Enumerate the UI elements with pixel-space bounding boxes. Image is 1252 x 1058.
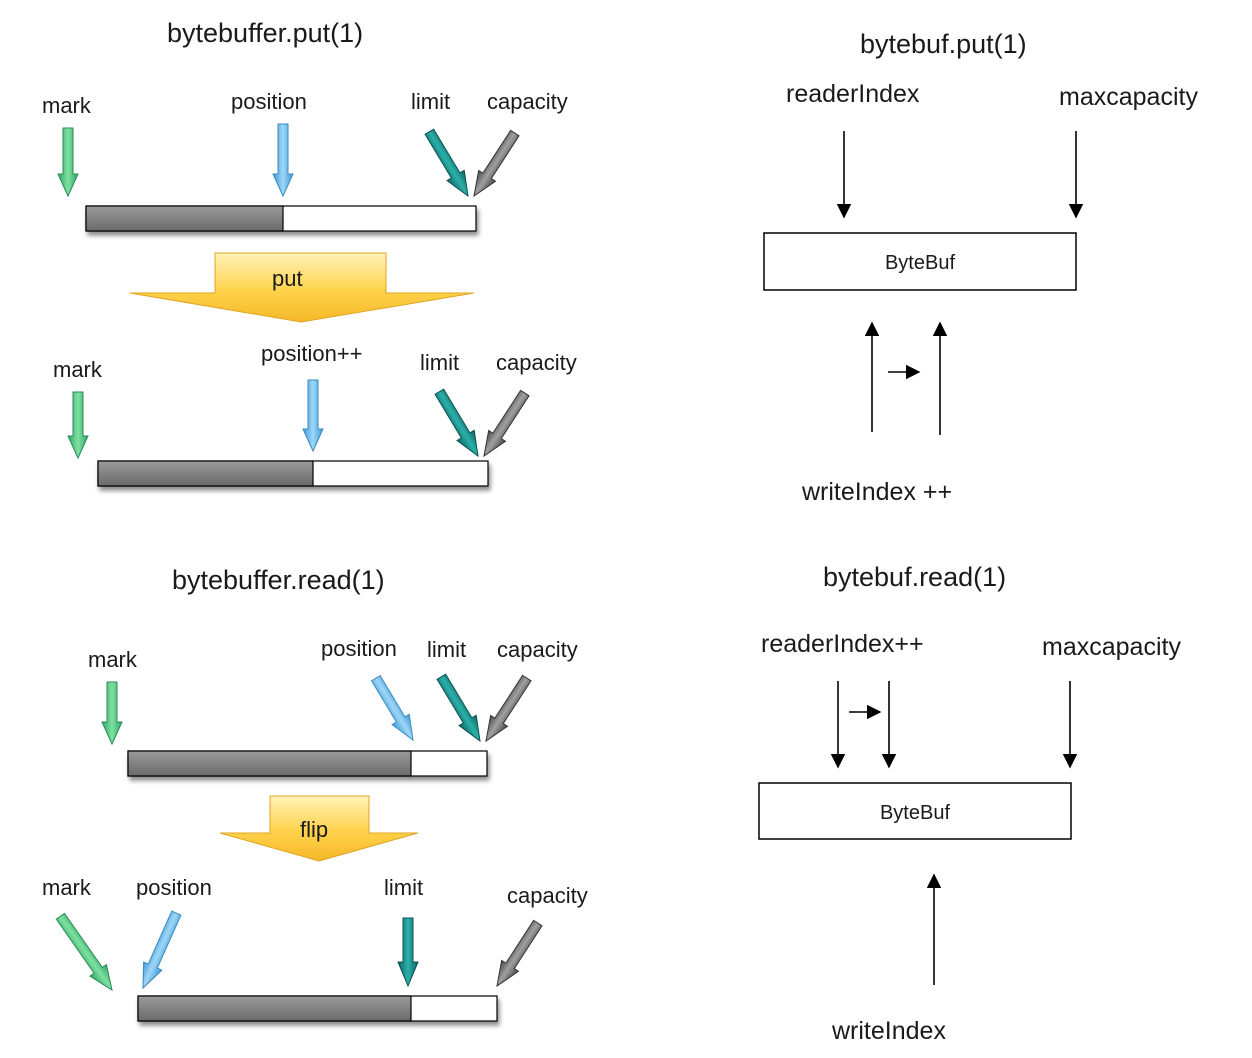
reader-index-label: readerIndex++: [761, 630, 924, 658]
reader-index-label: readerIndex: [786, 80, 920, 108]
bytebuffer-read-title: bytebuffer.read(1): [172, 565, 385, 595]
limit-label: limit: [427, 637, 466, 662]
limit-label: limit: [420, 350, 459, 375]
position-label: position: [231, 89, 307, 114]
bytebuf-put-title: bytebuf.put(1): [860, 29, 1027, 59]
limit-label: limit: [411, 89, 450, 114]
bytebuf-box: [758, 782, 1072, 840]
position-arrow-icon: [302, 379, 324, 453]
bytebuf-box-label: ByteBuf: [880, 802, 950, 824]
limit-arrow-icon: [424, 128, 469, 198]
bytebuf-box-label: ByteBuf: [885, 252, 955, 274]
panel-2: mark position++ limit capacity: [53, 341, 577, 487]
limit-arrow-icon: [397, 917, 419, 988]
position-label: position: [136, 875, 212, 900]
write-index-label: writeIndex ++: [801, 478, 952, 506]
mark-arrow-icon: [67, 391, 89, 460]
panel-4: mark position limit capacity: [42, 875, 588, 1022]
capacity-label: capacity: [496, 350, 577, 375]
mark-label: mark: [42, 93, 92, 118]
position-arrow-icon: [142, 910, 182, 990]
position-arrow-icon: [370, 675, 414, 742]
capacity-arrow-icon: [483, 389, 530, 458]
capacity-arrow-icon: [473, 129, 520, 198]
put-banner: put: [129, 252, 475, 323]
mark-arrow-icon: [101, 681, 123, 746]
bytebuf-read-title: bytebuf.read(1): [823, 562, 1006, 592]
mark-label: mark: [88, 647, 138, 672]
capacity-label: capacity: [497, 637, 578, 662]
mark-label: mark: [42, 875, 92, 900]
capacity-label: capacity: [487, 89, 568, 114]
flip-banner-label: flip: [300, 817, 328, 842]
limit-label: limit: [384, 875, 423, 900]
max-capacity-label: maxcapacity: [1042, 633, 1181, 661]
buffer-bar: [97, 460, 489, 487]
buffer-bar: [85, 205, 477, 232]
buffer-bar: [137, 995, 498, 1022]
position-arrow-icon: [272, 123, 294, 198]
mark-arrow-icon: [57, 127, 79, 198]
mark-arrow-icon: [55, 912, 113, 992]
bytebuffer-put-title: bytebuffer.put(1): [167, 18, 363, 48]
bytebuf-put-diagram: readerIndex maxcapacity ByteBuf writeInd…: [763, 80, 1198, 506]
buffer-bar: [127, 750, 488, 777]
write-index-label: writeIndex: [831, 1017, 946, 1045]
position-label: position: [321, 636, 397, 661]
limit-arrow-icon: [436, 673, 481, 743]
bytebuf-read-diagram: readerIndex++ maxcapacity ByteBuf writeI…: [758, 630, 1181, 1045]
mark-label: mark: [53, 357, 103, 382]
limit-arrow-icon: [434, 388, 479, 458]
flip-banner: flip: [219, 795, 419, 862]
capacity-arrow-icon: [485, 674, 532, 743]
position-label: position++: [261, 341, 363, 366]
capacity-label: capacity: [507, 883, 588, 908]
bytebuf-box: [763, 232, 1077, 291]
capacity-arrow-icon: [496, 919, 543, 988]
panel-3: mark position limit capacity: [88, 636, 578, 777]
max-capacity-label: maxcapacity: [1059, 83, 1198, 111]
panel-1: mark position limit capacity: [42, 89, 568, 232]
put-banner-label: put: [272, 266, 303, 291]
